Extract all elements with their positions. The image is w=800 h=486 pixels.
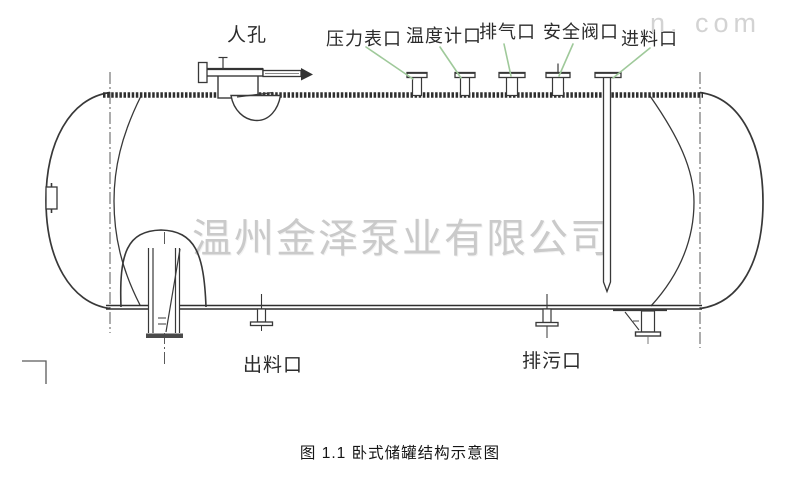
label-drain-port: 排污口 (522, 351, 583, 372)
manhole-cover-swing (230, 94, 282, 122)
nozzle-pressure-gauge (406, 71, 428, 97)
nozzle-safety-valve (545, 63, 571, 97)
label-pressure-gauge-port: 压力表口 (326, 29, 402, 49)
davit-arm-tip (301, 68, 313, 81)
discharge-outlet-assembly (119, 229, 207, 338)
figure-caption: 图 1.1 卧式储罐结构示意图 (299, 445, 501, 462)
nozzle-thermometer (454, 71, 476, 97)
feed-dip-tube (602, 76, 612, 294)
centerlines (109, 72, 701, 366)
nozzle-bottom-left (249, 294, 274, 331)
company-watermark: 温州金泽泵业有限公司 (192, 217, 612, 261)
top-nozzles (406, 63, 622, 97)
bottom-nozzles (249, 294, 667, 344)
nozzle-drain (535, 294, 559, 338)
label-vent-port: 排气口 (479, 22, 536, 42)
nozzle-vent (498, 71, 526, 97)
nozzle-feed-inlet (594, 71, 622, 79)
fitting-bottom-right (613, 308, 667, 344)
label-discharge-port: 出料口 (243, 355, 304, 376)
corner-bracket-mark (22, 360, 47, 384)
discharge-flange (146, 333, 183, 338)
tank-shell (103, 92, 703, 310)
label-safety-valve-port: 安全阀口 (543, 22, 619, 42)
fitting-left-head (45, 183, 58, 213)
site-watermark-fragment: n. com (650, 8, 762, 38)
label-thermometer-port: 温度计口 (406, 26, 482, 46)
leader-lines (365, 43, 651, 80)
manhole-assembly (197, 56, 313, 122)
label-manhole: 人孔 (227, 25, 268, 46)
label-feed-inlet-port: 进料口 (621, 29, 678, 49)
